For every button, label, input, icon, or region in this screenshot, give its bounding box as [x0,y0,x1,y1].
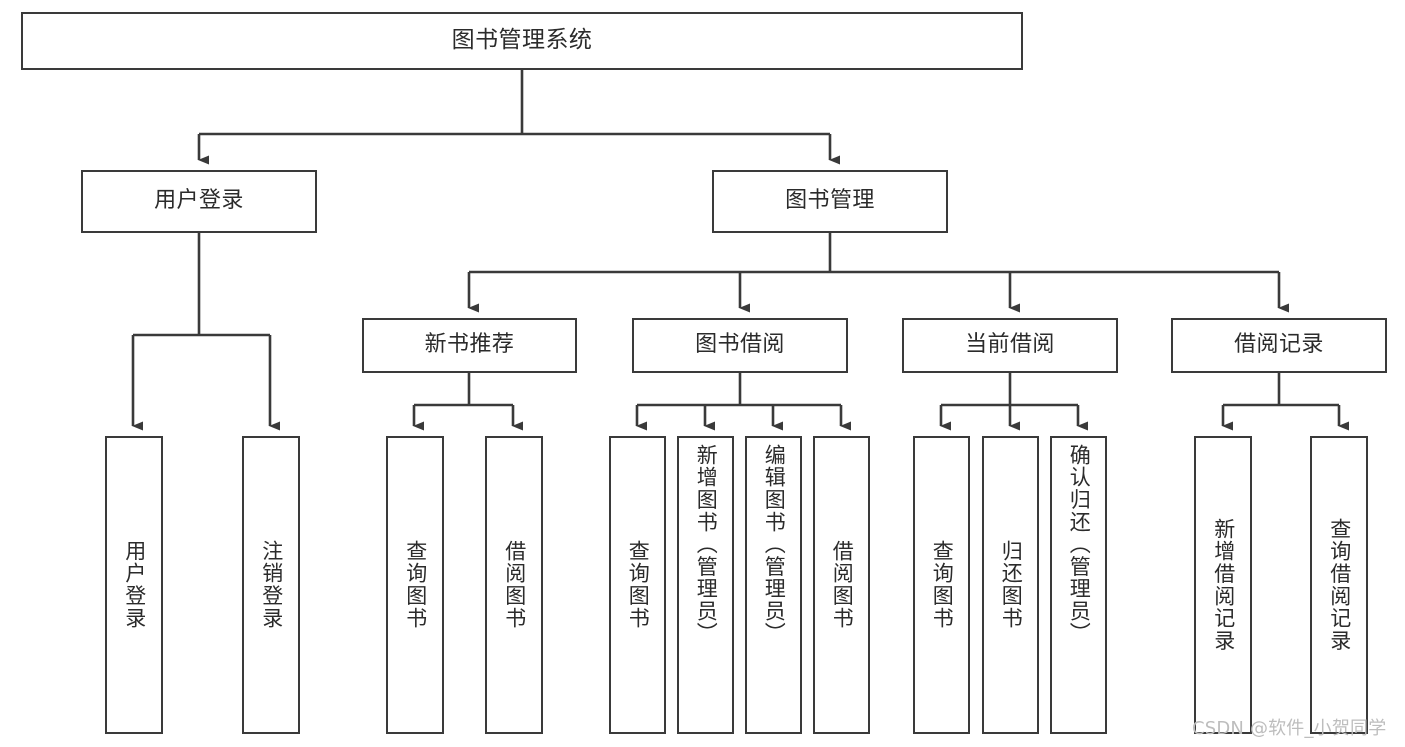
node-current-borrowing[interactable]: 当前借阅 [902,318,1118,373]
leaf-new-book-query-book[interactable]: 查询图书 [386,436,444,734]
leaf-user-login-sign-out[interactable]: 注销登录 [242,436,300,734]
node-new-book-recommendation[interactable]: 新书推荐 [362,318,577,373]
node-root-book-management-system[interactable]: 图书管理系统 [21,12,1023,70]
node-label: 图书管理系统 [451,27,593,54]
node-label: 注销登录 [259,540,284,630]
leaf-current-borrow-confirm-return-admin[interactable]: 确认归还（管理员） [1050,436,1107,734]
node-label: 借阅记录 [1234,332,1324,358]
leaf-current-borrow-return-book[interactable]: 归还图书 [982,436,1039,734]
csdn-watermark: CSDN @软件_小贺同学 [1192,718,1387,739]
node-label: 用户登录 [154,188,244,214]
leaf-new-book-borrow-book[interactable]: 借阅图书 [485,436,543,734]
leaf-borrow-record-add-record[interactable]: 新增借阅记录 [1194,436,1252,734]
node-label: 编辑图书（管理员） [762,444,787,645]
leaf-book-borrow-borrow-book[interactable]: 借阅图书 [813,436,870,734]
node-user-login[interactable]: 用户登录 [81,170,317,233]
node-borrowing-record[interactable]: 借阅记录 [1171,318,1387,373]
leaf-book-borrow-query-book[interactable]: 查询图书 [609,436,666,734]
node-label: 当前借阅 [965,332,1055,358]
node-book-borrowing[interactable]: 图书借阅 [632,318,848,373]
node-label: 归还图书 [999,540,1024,630]
leaf-book-borrow-edit-book-admin[interactable]: 编辑图书（管理员） [745,436,802,734]
node-label: 借阅图书 [830,540,855,630]
node-label: 新增借阅记录 [1211,518,1236,652]
node-label: 查询借阅记录 [1327,518,1352,652]
node-label: 查询图书 [403,540,428,630]
node-label: 新增图书（管理员） [694,444,719,645]
leaf-book-borrow-add-book-admin[interactable]: 新增图书（管理员） [677,436,734,734]
leaf-current-borrow-query-book[interactable]: 查询图书 [913,436,970,734]
node-label: 查询图书 [626,540,651,630]
leaf-borrow-record-query-record[interactable]: 查询借阅记录 [1310,436,1368,734]
node-book-management[interactable]: 图书管理 [712,170,948,233]
node-label: 新书推荐 [424,332,515,358]
node-label: 用户登录 [122,540,147,630]
node-label: 图书借阅 [695,332,785,358]
node-label: 查询图书 [930,540,955,630]
node-label: 图书管理 [785,188,875,214]
node-label: 确认归还（管理员） [1067,444,1092,645]
node-label: 借阅图书 [502,540,527,630]
leaf-user-login-sign-in[interactable]: 用户登录 [105,436,163,734]
